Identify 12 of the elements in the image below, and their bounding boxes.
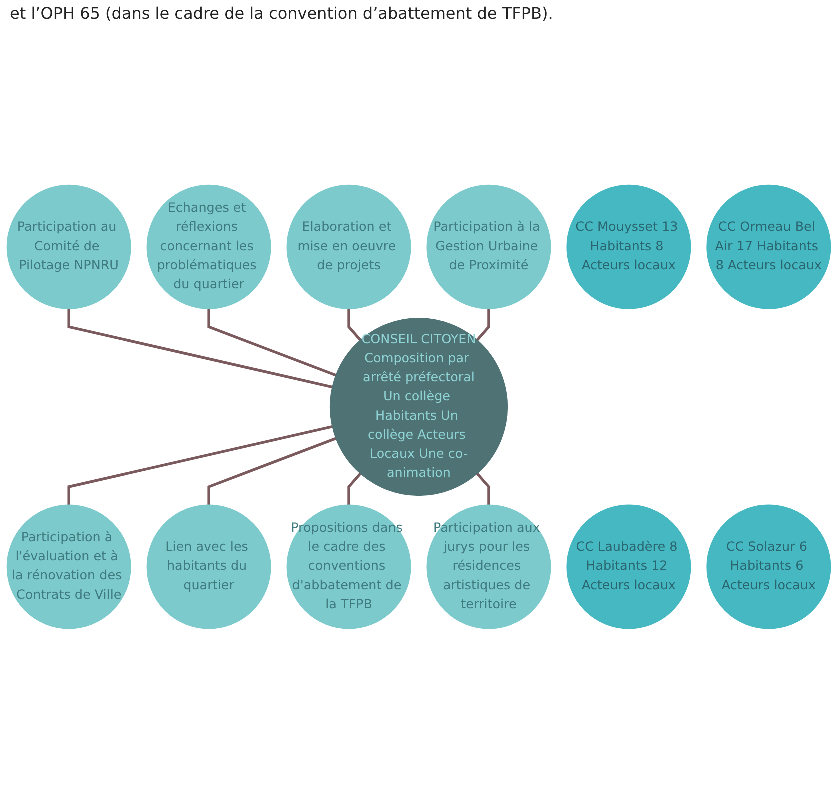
note-text: et l’OPH 65 (dans le cadre de la convention d’abattement de TFPB). bbox=[10, 4, 554, 23]
node-circle: Participation à la Gestion Urbaine de Proximité bbox=[426, 184, 552, 310]
node-circle: CC Laubadère 8 Habitants 12 Acteurs locaux bbox=[566, 504, 692, 630]
node-circle: Participation à l'évaluation et à la rénovation des Contrats de Ville bbox=[6, 504, 132, 630]
node-circle: Elaboration et mise en oeuvre de projets bbox=[286, 184, 412, 310]
node-circle: CONSEIL CITOYEN Composition par arrêté préfectoral Un collège Habitants Un collège Acteurs Locaux Une co-animation bbox=[330, 318, 508, 496]
node-circle: CC Mouysset 13 Habitants 8 Acteurs locaux bbox=[566, 184, 692, 310]
node-circle: Participation au Comité de Pilotage NPNRU bbox=[6, 184, 132, 310]
node-circle: Lien avec les habitants du quartier bbox=[146, 504, 272, 630]
node-circle: CC Ormeau Bel Air 17 Habitants 8 Acteurs locaux bbox=[706, 184, 832, 310]
node-circle: CC Solazur 6 Habitants 6 Acteurs locaux bbox=[706, 504, 832, 630]
node-circle: Echanges et réflexions concernant les problématiques du quartier bbox=[146, 184, 272, 310]
